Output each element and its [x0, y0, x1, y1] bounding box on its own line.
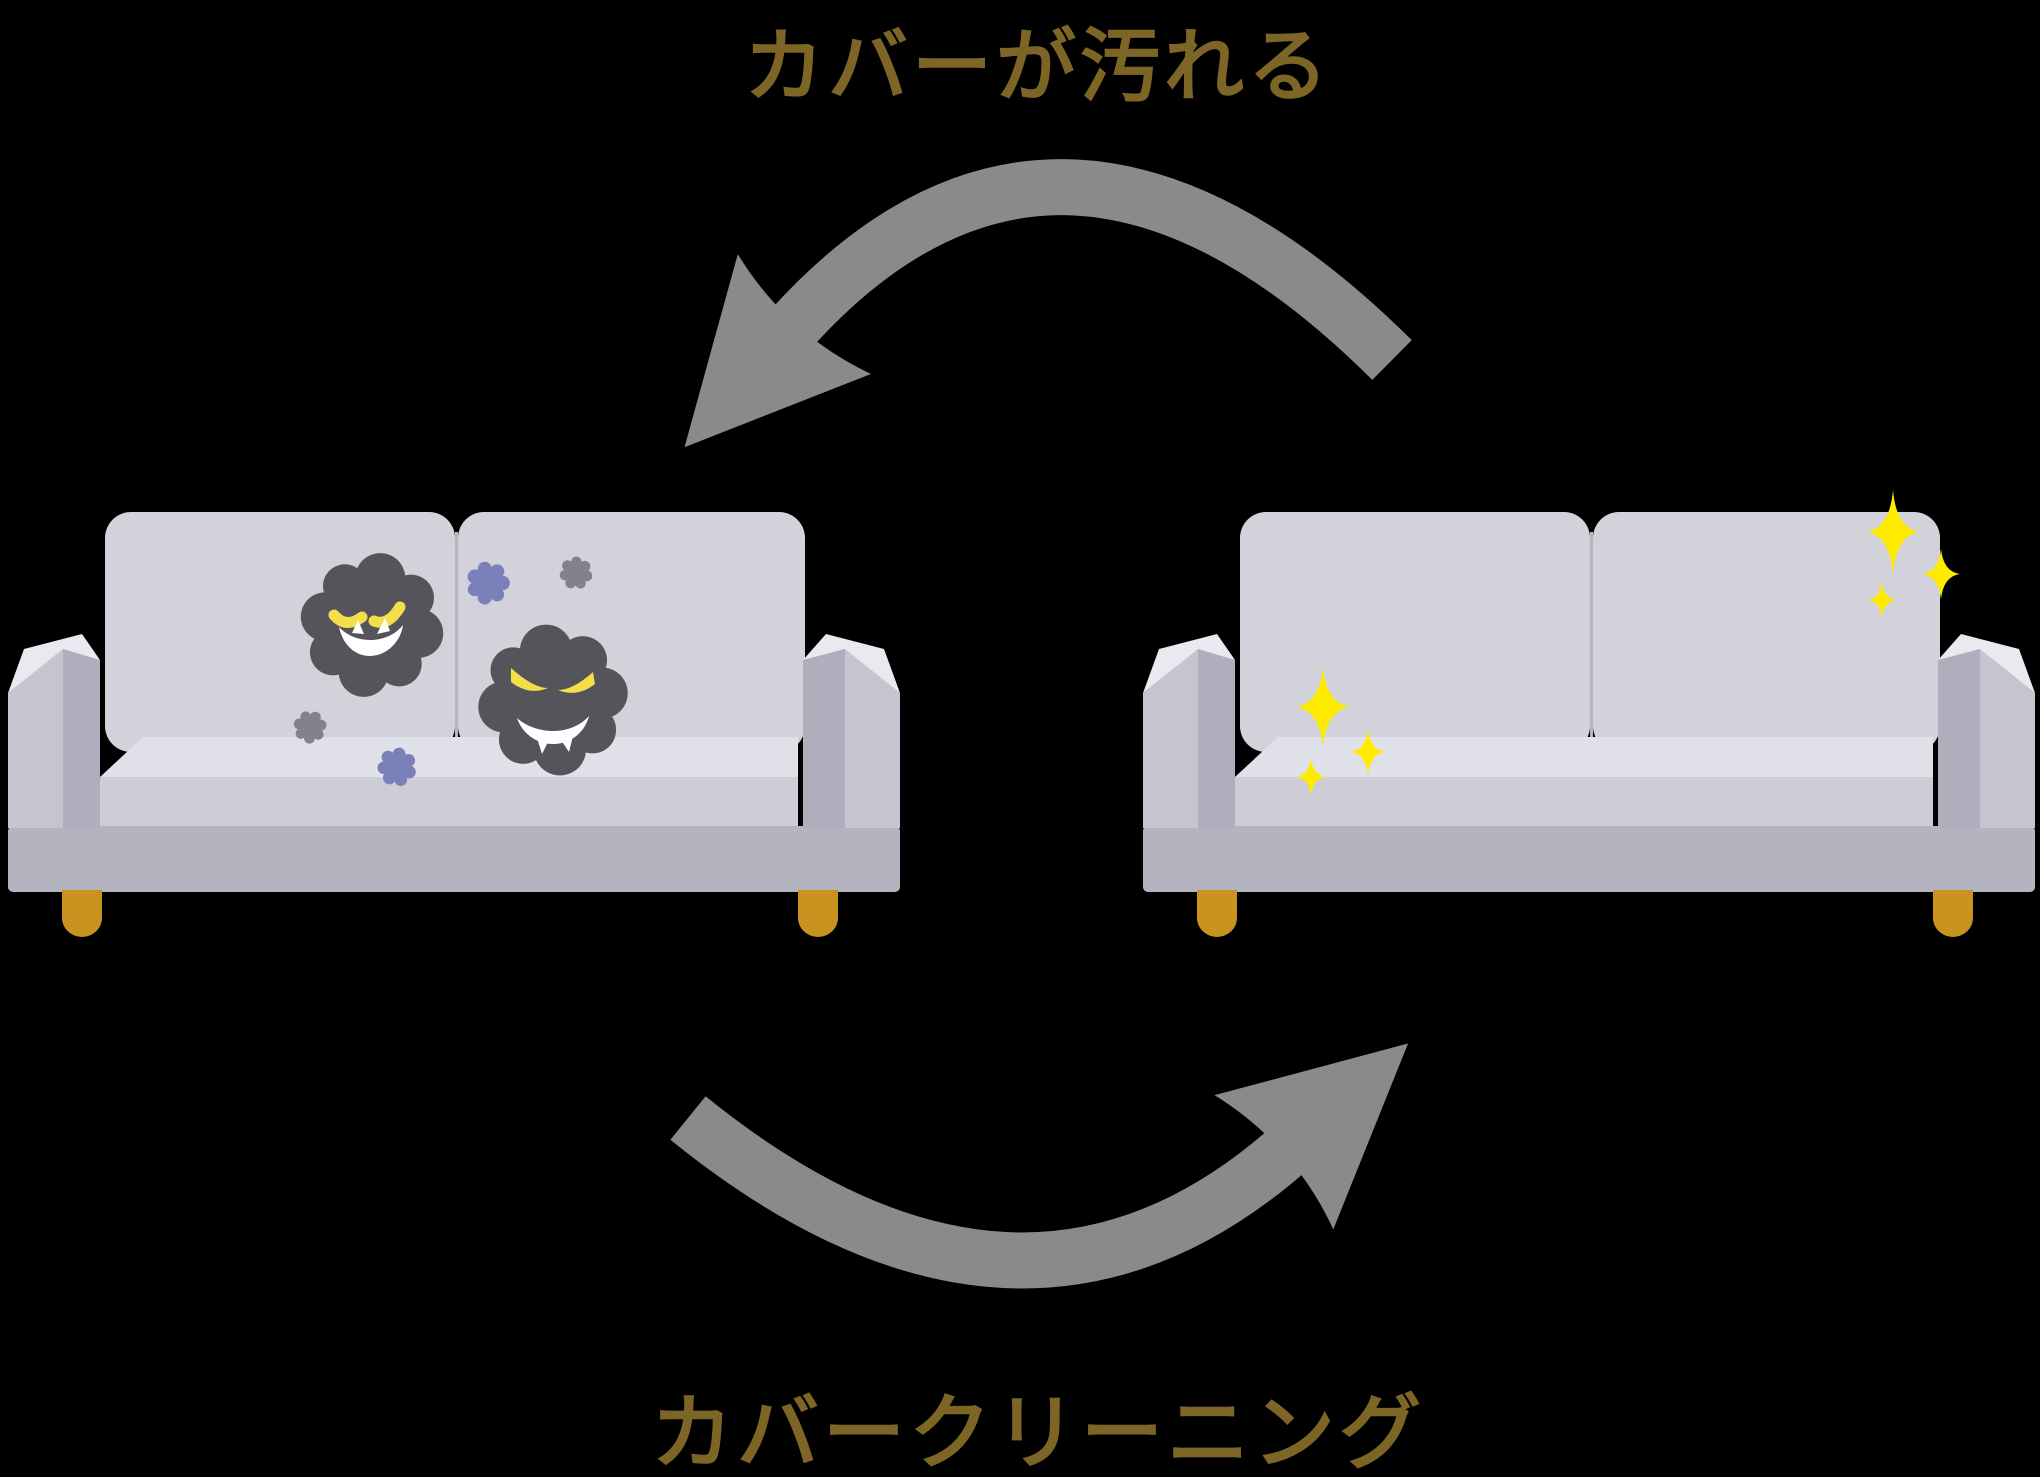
top-caption: カバーが汚れる: [744, 20, 1332, 113]
cycle-arrow-top-left: [684, 159, 1412, 448]
bottom-caption: カバークリーニング: [650, 1386, 1425, 1477]
germ-large-angry-icon: [467, 614, 639, 786]
clean-sofa: [1141, 510, 2037, 939]
dirty-sofa: [6, 510, 902, 939]
cycle-arrow-bottom-right: [670, 1043, 1409, 1289]
germ-large-smiling-icon: [288, 541, 456, 709]
